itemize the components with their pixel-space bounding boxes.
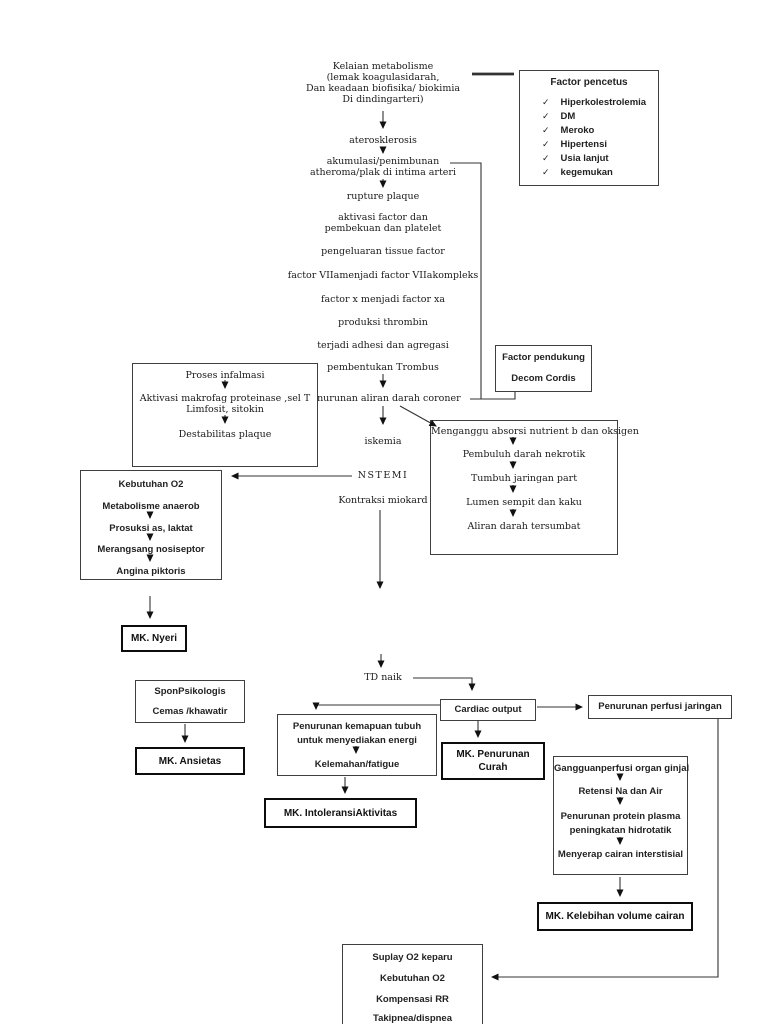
mk-ansietas-box: MK. Ansietas	[135, 747, 245, 775]
mk-intoleransi-box: MK. IntoleransiAktivitas	[264, 798, 417, 828]
box-line: Kompensasi RR	[376, 994, 449, 1005]
diagnosis-label: MK. Kelebihan volume cairan	[545, 911, 685, 922]
diagnosis-label: MK. Ansietas	[158, 755, 222, 767]
list-item-label: Hiperkolestrolemia	[560, 97, 647, 108]
box-line: Cemas /khawatir	[152, 706, 228, 717]
flow-step: pengeluaran tissue factor	[321, 246, 445, 257]
flow-step-td-naik: TD naik	[364, 672, 402, 683]
list-item-label: Hipertensi	[560, 139, 608, 150]
flow-step: pembekuan dan platelet	[324, 223, 442, 234]
box-line: Cardiac output	[454, 704, 522, 715]
gangguan-ginjal-box: Gangguanperfusi organ ginjal Retensi Na …	[553, 756, 690, 875]
flow-step-nstemi: NSTEMI	[357, 470, 409, 481]
list-item: ✓ DM	[542, 111, 575, 122]
flow-step: penurunan aliran darah coroner	[305, 393, 461, 404]
diagnosis-label: Curah	[478, 762, 508, 773]
flow-step: terjadi adhesi dan agregasi	[317, 340, 449, 351]
flow-step: akumulasi/penimbunan	[326, 156, 440, 167]
box-line: Menyerap cairan interstisial	[557, 849, 684, 860]
box-line: Angina piktoris	[116, 566, 186, 577]
factor-pendukung-box: Factor pendukung Decom Cordis	[495, 345, 592, 392]
penurunan-perfusi-box: Penurunan perfusi jaringan	[588, 695, 732, 719]
box-line: Tumbuh jaringan part	[470, 473, 578, 484]
flow-step: aktivasi factor dan	[338, 212, 428, 223]
box-line: Penurunan protein plasma	[560, 811, 681, 822]
box-line: Pembuluh darah nekrotik	[462, 449, 586, 460]
diagnosis-label: MK. Nyeri	[130, 633, 178, 644]
flow-step: pembentukan Trombus	[327, 362, 439, 373]
box-title: Factor pencetus	[550, 77, 628, 88]
box-line: Factor pendukung	[502, 352, 585, 363]
check-icon: ✓	[542, 153, 550, 163]
list-item-label: Meroko	[560, 125, 595, 136]
cardiac-output-box: Cardiac output	[440, 699, 536, 721]
flow-step: Dan keadaan biofisika/ biokimia	[305, 83, 461, 94]
box-line: Prosuksi as, laktat	[109, 523, 193, 534]
mengganggu-absorsi-box: Menganggu absorsi nutrient b dan oksigen…	[430, 420, 639, 555]
flow-step: Kontraksi miokard	[338, 495, 428, 506]
box-line: Metabolisme anaerob	[102, 501, 200, 512]
psikologis-box: SponPsikologis Cemas /khawatir	[135, 680, 245, 723]
list-item: ✓ Meroko	[542, 125, 594, 136]
box-line: Limfosit, sitokin	[186, 404, 264, 415]
box-line: Aliran darah tersumbat	[467, 521, 581, 532]
flow-step: atheroma/plak di intima arteri	[310, 167, 456, 178]
list-item: ✓ Usia lanjut	[542, 153, 609, 164]
diagnosis-label: MK. Penurunan	[456, 749, 530, 760]
box-line: untuk menyediakan energi	[297, 735, 417, 746]
box-line: Proses infalmasi	[185, 370, 265, 381]
mk-kelebihan-box: MK. Kelebihan volume cairan	[537, 902, 693, 931]
flow-step: aterosklerosis	[349, 135, 417, 146]
flow-step: (lemak koagulasidarah,	[326, 72, 440, 83]
check-icon: ✓	[542, 111, 550, 121]
box-line: peningkatan hidrotatik	[569, 825, 672, 836]
flow-step: produksi thrombin	[338, 317, 428, 328]
box-line: Aktivasi makrofag proteinase ,sel T	[139, 393, 311, 404]
factor-pencetus-box: Factor pencetus ✓ Hiperkolestrolemia ✓ D…	[519, 70, 659, 186]
diagnosis-label: MK. IntoleransiAktivitas	[283, 807, 398, 819]
box-line: Lumen sempit dan kaku	[466, 497, 582, 508]
box-line: Destabilitas plaque	[178, 429, 272, 440]
check-icon: ✓	[542, 125, 550, 135]
box-line: Decom Cordis	[511, 373, 576, 384]
flow-step: Kelaian metabolisme	[332, 61, 434, 72]
box-line: Kebutuhan O2	[118, 479, 184, 490]
list-item: ✓ Hiperkolestrolemia	[542, 97, 646, 108]
box-line: Retensi Na dan Air	[578, 786, 663, 797]
list-item-label: kegemukan	[560, 167, 613, 178]
mk-nyeri-box: MK. Nyeri	[121, 625, 187, 652]
box-line: Penurunan kemapuan tubuh	[292, 721, 422, 732]
flow-step: factor x menjadi factor xa	[320, 294, 446, 305]
penurunan-kemampuan-box: Penurunan kemapuan tubuh untuk menyediak…	[277, 714, 437, 776]
list-item: ✓ Hipertensi	[542, 139, 607, 150]
check-icon: ✓	[542, 167, 550, 177]
suplay-o2-box: Suplay O2 keparu Kebutuhan O2 Kompensasi…	[342, 944, 483, 1024]
box-line: SponPsikologis	[154, 686, 226, 697]
check-icon: ✓	[542, 139, 550, 149]
flow-step: factor VIIamenjadi factor VIIakompleks	[287, 270, 479, 281]
flow-step: iskemia	[364, 436, 402, 447]
kebutuhan-o2-box: Kebutuhan O2 Metabolisme anaerob Prosuks…	[80, 470, 222, 580]
box-line: Takipnea/dispnea	[372, 1013, 452, 1024]
box-line: Kelemahan/fatigue	[314, 759, 400, 770]
list-item: ✓ kegemukan	[542, 167, 613, 178]
box-line: Suplay O2 keparu	[372, 952, 453, 963]
check-icon: ✓	[542, 97, 550, 107]
box-line: Merangsang nosiseptor	[97, 544, 205, 555]
flow-step: Di dindingarteri)	[342, 94, 424, 105]
list-item-label: DM	[560, 111, 576, 122]
box-line: Gangguanperfusi organ ginjal	[554, 763, 690, 774]
box-line: Menganggu absorsi nutrient b dan oksigen	[431, 426, 639, 437]
flow-step: rupture plaque	[346, 191, 420, 202]
list-item-label: Usia lanjut	[560, 153, 609, 164]
mk-penurunan-curah-box: MK. Penurunan Curah	[441, 742, 545, 780]
box-line: Kebutuhan O2	[380, 973, 445, 984]
box-line: Penurunan perfusi jaringan	[598, 701, 722, 712]
proses-inflamasi-box: Proses infalmasi Aktivasi makrofag prote…	[132, 363, 318, 467]
